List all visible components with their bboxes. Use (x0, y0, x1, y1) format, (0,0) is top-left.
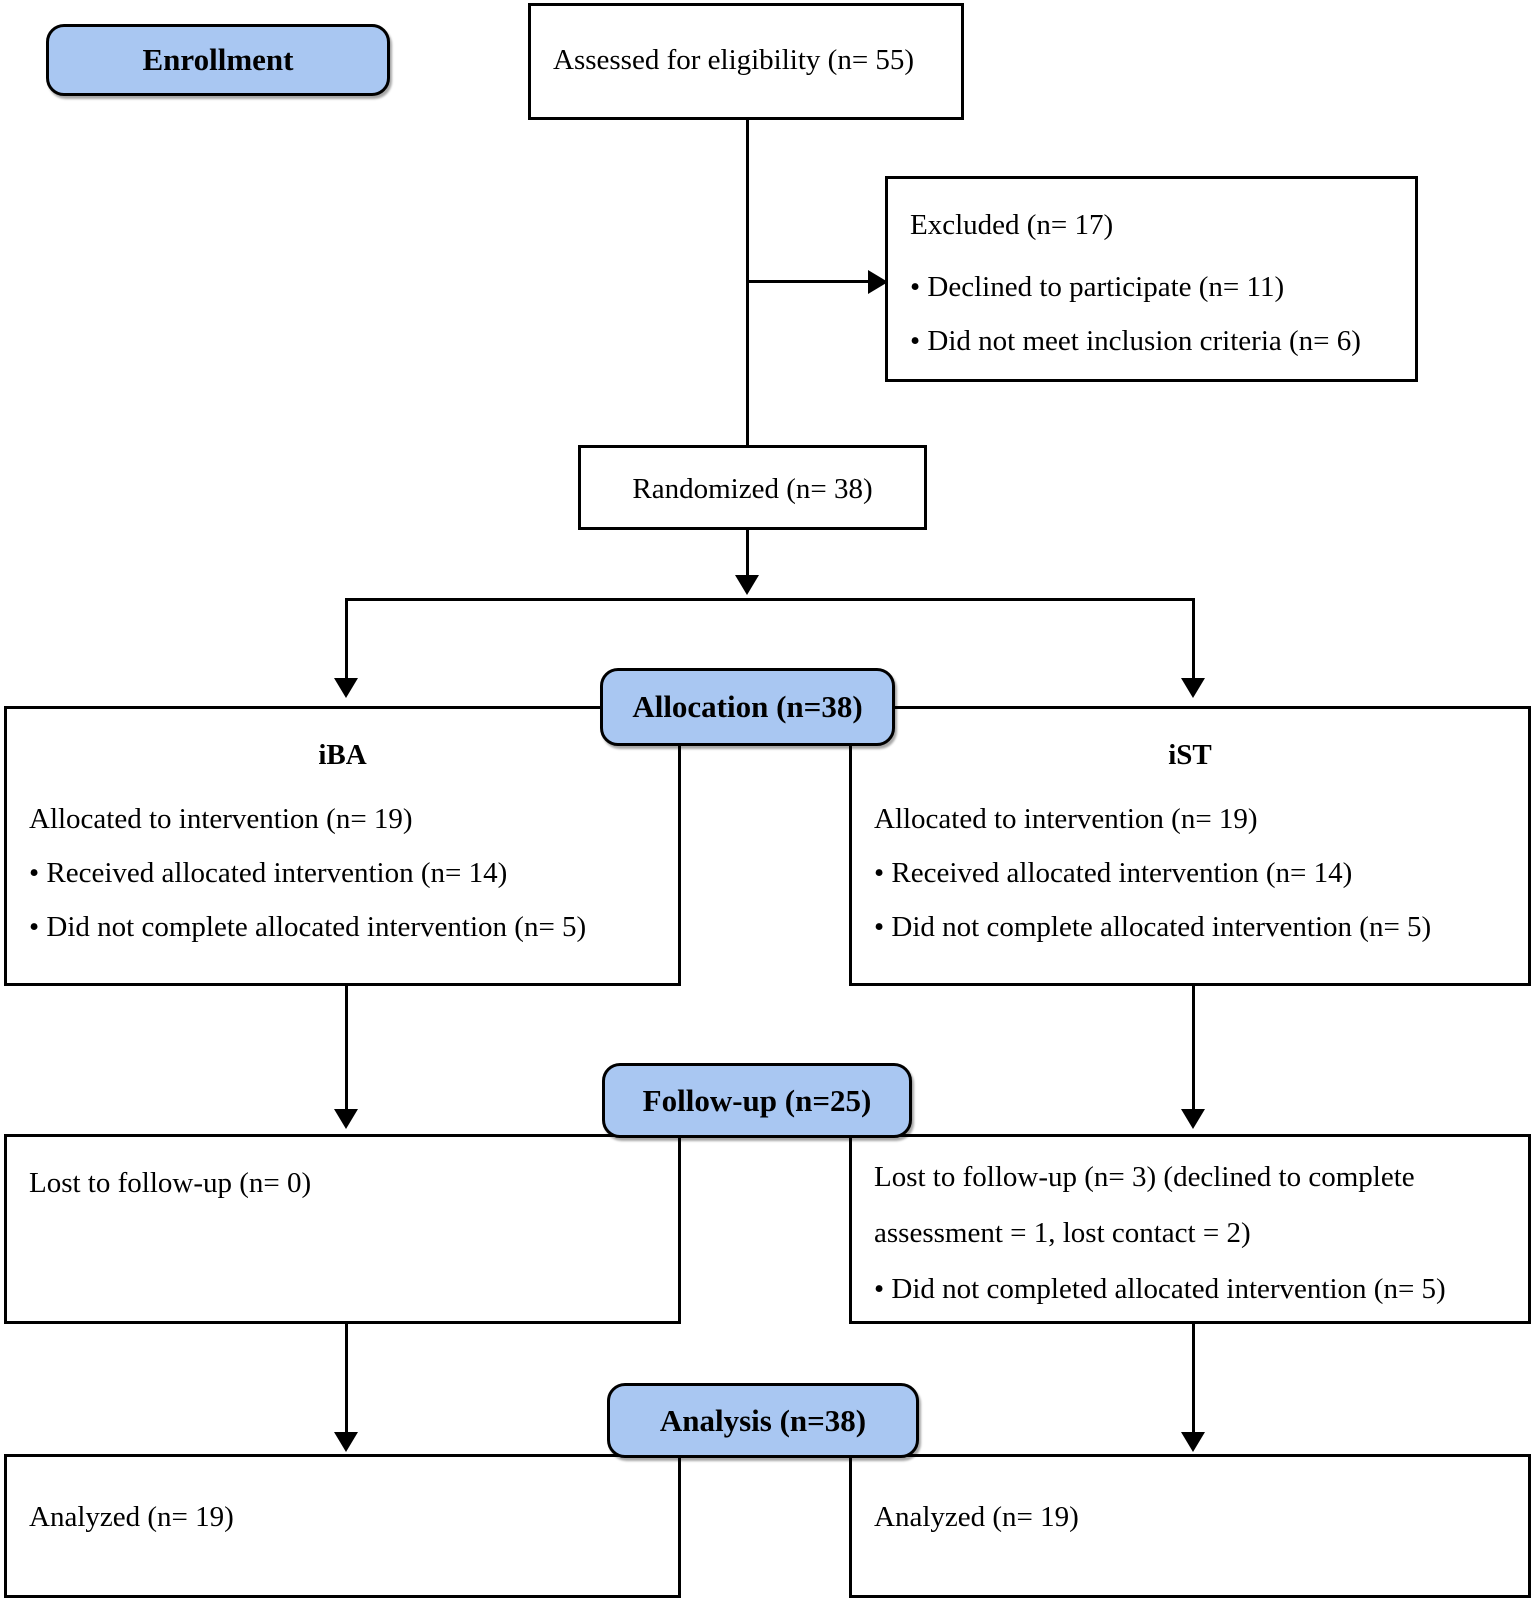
connector-randomized-down (746, 530, 749, 577)
right-allocated-text: Allocated to intervention (n= 19) (874, 803, 1258, 835)
connector-split-left (345, 598, 348, 680)
stage-badge-followup: Follow-up (n=25) (602, 1063, 912, 1138)
arrowhead-right-allocation (1181, 678, 1205, 698)
node-analyzed-right: Analyzed (n= 19) (849, 1454, 1531, 1598)
randomized-text: Randomized (n= 38) (632, 473, 873, 505)
connector-to-excluded (746, 280, 870, 283)
stage-badge-analysis: Analysis (n=38) (607, 1383, 919, 1458)
arm-label-right: iST (1168, 739, 1212, 771)
right-allocated-item-0: • Received allocated intervention (n= 14… (874, 857, 1353, 889)
right-allocated-item-1: • Did not complete allocated interventio… (874, 911, 1432, 943)
node-allocation-right: iST Allocated to intervention (n= 19) • … (849, 706, 1531, 986)
arrowhead-left-followup (334, 1109, 358, 1129)
stage-label-analysis: Analysis (n=38) (659, 1402, 867, 1438)
node-followup-left: Lost to follow-up (n= 0) (4, 1134, 681, 1324)
left-allocated-text: Allocated to intervention (n= 19) (29, 803, 413, 835)
arm-label-left: iBA (318, 739, 367, 771)
right-followup-line-1: assessment = 1, lost contact = 2) (874, 1217, 1251, 1249)
node-allocation-left: iBA Allocated to intervention (n= 19) • … (4, 706, 681, 986)
arrowhead-left-allocation (334, 678, 358, 698)
node-assessed-for-eligibility: Assessed for eligibility (n= 55) (528, 3, 964, 120)
arrowhead-randomized-split (735, 575, 759, 595)
connector-left-alloc-to-followup (345, 986, 348, 1111)
connector-left-followup-to-analysis (345, 1324, 348, 1434)
node-excluded: Excluded (n= 17) • Declined to participa… (885, 176, 1418, 382)
right-followup-line-0: Lost to follow-up (n= 3) (declined to co… (874, 1161, 1415, 1193)
connector-split-bar (345, 598, 1195, 601)
left-followup-line-0: Lost to follow-up (n= 0) (29, 1167, 312, 1199)
excluded-item-1: • Did not meet inclusion criteria (n= 6) (910, 325, 1361, 357)
connector-split-right (1192, 598, 1195, 680)
node-followup-right: Lost to follow-up (n= 3) (declined to co… (849, 1134, 1531, 1324)
node-randomized: Randomized (n= 38) (578, 445, 927, 530)
assessed-text: Assessed for eligibility (n= 55) (553, 44, 915, 76)
arrowhead-right-followup (1181, 1109, 1205, 1129)
excluded-title: Excluded (n= 17) (910, 209, 1114, 241)
right-followup-line-2: • Did not completed allocated interventi… (874, 1273, 1446, 1305)
arrowhead-to-excluded (868, 270, 888, 294)
left-allocated-item-1: • Did not complete allocated interventio… (29, 911, 587, 943)
left-analyzed-text: Analyzed (n= 19) (29, 1501, 234, 1533)
connector-right-followup-to-analysis (1192, 1324, 1195, 1434)
stage-badge-allocation: Allocation (n=38) (600, 668, 895, 746)
connector-right-alloc-to-followup (1192, 986, 1195, 1111)
stage-label-followup: Follow-up (n=25) (642, 1082, 872, 1118)
stage-label-enrollment: Enrollment (142, 42, 294, 77)
stage-label-allocation: Allocation (n=38) (632, 689, 863, 724)
arrowhead-left-analysis (334, 1432, 358, 1452)
node-analyzed-left: Analyzed (n= 19) (4, 1454, 681, 1598)
stage-badge-enrollment: Enrollment (46, 24, 390, 96)
excluded-item-0: • Declined to participate (n= 11) (910, 271, 1285, 303)
arrowhead-right-analysis (1181, 1432, 1205, 1452)
left-allocated-item-0: • Received allocated intervention (n= 14… (29, 857, 508, 889)
right-analyzed-text: Analyzed (n= 19) (874, 1501, 1079, 1533)
